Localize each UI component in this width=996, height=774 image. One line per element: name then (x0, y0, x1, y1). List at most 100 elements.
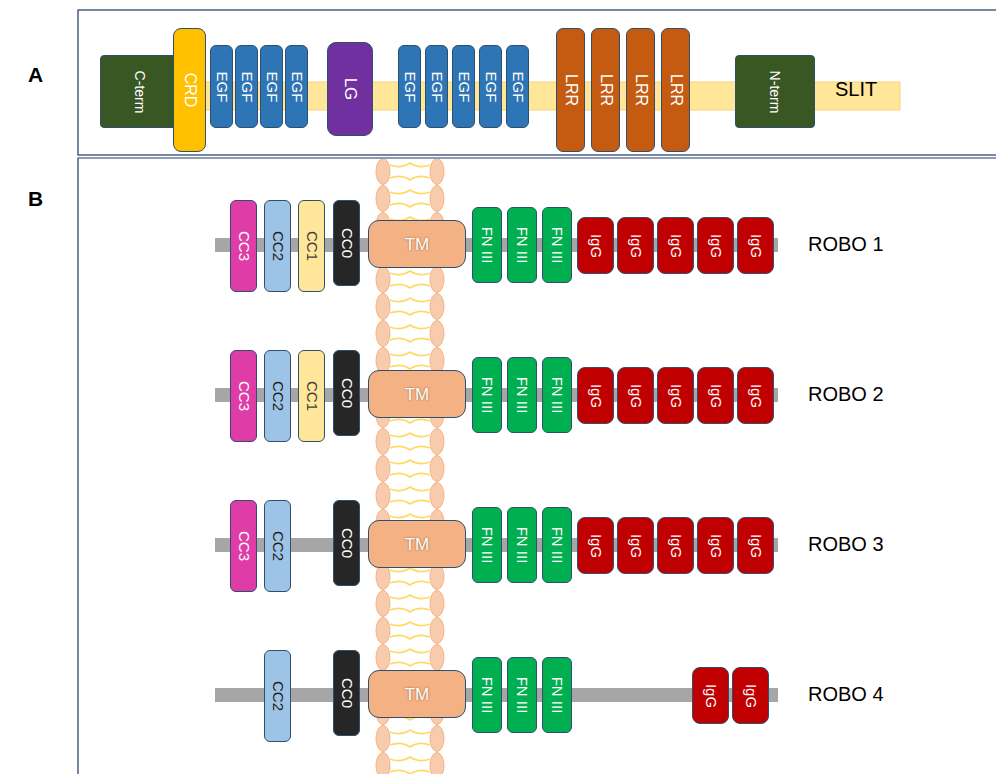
fn3-domain: FN III (472, 657, 502, 733)
transmembrane-domain: TM (368, 370, 466, 418)
domain-name: CC0 (339, 528, 354, 558)
lrr-domain: LRR (591, 28, 620, 152)
transmembrane-domain: TM (368, 220, 466, 268)
egf-domain: EGF (506, 45, 529, 128)
domain-name: EGF (456, 71, 471, 102)
domain-name: CC2 (270, 381, 285, 411)
domain-name: LRR (598, 74, 614, 106)
domain-name: IgG (748, 383, 763, 407)
domain-name: LRR (563, 74, 579, 106)
domain-name: FN III (515, 527, 530, 564)
domain-name: IgG (588, 533, 603, 557)
domain-name: TM (405, 236, 430, 253)
domain-name: LG (342, 78, 359, 101)
fn3-domain: FN III (472, 507, 502, 583)
igg-domain: IgG (697, 367, 734, 424)
domain-name: CC0 (339, 678, 354, 708)
domain-name: CC0 (339, 228, 354, 258)
egf-domain: EGF (285, 45, 308, 128)
panel-letter: A (28, 64, 43, 85)
domain-name: EGF (289, 71, 304, 102)
fn3-domain: FN III (542, 507, 572, 583)
domain-name: CC0 (339, 378, 354, 408)
domain-name: EGF (483, 71, 498, 102)
igg-domain: IgG (657, 517, 694, 574)
cc-motif: CC2 (264, 200, 291, 292)
fn3-domain: FN III (507, 207, 537, 283)
domain-name: EGF (239, 71, 254, 102)
igg-domain: IgG (697, 517, 734, 574)
domain-name: EGF (510, 71, 525, 102)
cc-motif: CC0 (333, 200, 360, 286)
domain-name: FN III (550, 377, 565, 414)
protein-name: ROBO 4 (808, 684, 884, 704)
domain-name: CC2 (270, 531, 285, 561)
domain-name: C-term (133, 70, 147, 113)
domain-name: CC2 (270, 231, 285, 261)
domain-name: IgG (703, 683, 718, 707)
igg-domain: IgG (577, 217, 614, 274)
cc-motif: CC2 (264, 350, 291, 442)
domain-name: FN III (515, 377, 530, 414)
fn3-domain: FN III (542, 357, 572, 433)
domain-name: EGF (214, 71, 229, 102)
domain-name: CRD (182, 73, 198, 108)
domain-name: FN III (515, 677, 530, 714)
igg-domain: IgG (657, 367, 694, 424)
fn3-domain: FN III (507, 507, 537, 583)
fn3-domain: FN III (542, 207, 572, 283)
domain-name: FN III (550, 527, 565, 564)
egf-domain: EGF (235, 45, 258, 128)
fn3-domain: FN III (472, 207, 502, 283)
domain-name: FN III (480, 677, 495, 714)
domain-name: IgG (588, 233, 603, 257)
domain-name: TM (405, 536, 430, 553)
domain-name: IgG (743, 683, 758, 707)
igg-domain: IgG (617, 517, 654, 574)
protein-name: ROBO 2 (808, 384, 884, 404)
domain-name: N-term (768, 70, 782, 113)
panel-letter: B (28, 188, 43, 209)
domain-name: EGF (264, 71, 279, 102)
protein-name: ROBO 3 (808, 534, 884, 554)
domain-name: IgG (708, 383, 723, 407)
egf-domain: EGF (452, 45, 475, 128)
protein-name: ROBO 1 (808, 234, 884, 254)
panel-frame (78, 10, 996, 155)
domain-name: FN III (480, 377, 495, 414)
domain-name: CC3 (236, 231, 251, 261)
domain-name: EGF (402, 71, 417, 102)
fn3-domain: FN III (507, 657, 537, 733)
domain-name: CC1 (304, 231, 319, 261)
igg-domain: IgG (737, 517, 774, 574)
domain-name: IgG (668, 533, 683, 557)
domain-name: IgG (668, 233, 683, 257)
cc-motif: CC0 (333, 350, 360, 436)
igg-domain: IgG (617, 367, 654, 424)
domain-name: IgG (748, 533, 763, 557)
domain-name: FN III (550, 677, 565, 714)
domain-name: TM (405, 386, 430, 403)
cc-motif: CC1 (298, 200, 325, 292)
domain-name: EGF (429, 71, 444, 102)
igg-domain: IgG (657, 217, 694, 274)
domain-name: FN III (480, 527, 495, 564)
egf-domain: EGF (479, 45, 502, 128)
egf-domain: EGF (398, 45, 421, 128)
egf-domain: EGF (260, 45, 283, 128)
domain-name: IgG (628, 533, 643, 557)
domain-name: IgG (748, 233, 763, 257)
domain-name: IgG (668, 383, 683, 407)
igg-domain: IgG (692, 667, 729, 724)
igg-domain: IgG (697, 217, 734, 274)
cc-motif: CC2 (264, 650, 291, 742)
domain-name: LRR (633, 74, 649, 106)
fn3-domain: FN III (472, 357, 502, 433)
lrr-domain: LRR (661, 28, 690, 152)
cc-motif: CC3 (230, 350, 257, 442)
fn3-domain: FN III (542, 657, 572, 733)
domain-name: FN III (515, 227, 530, 264)
lrr-domain: LRR (626, 28, 655, 152)
domain-name: CC3 (236, 531, 251, 561)
